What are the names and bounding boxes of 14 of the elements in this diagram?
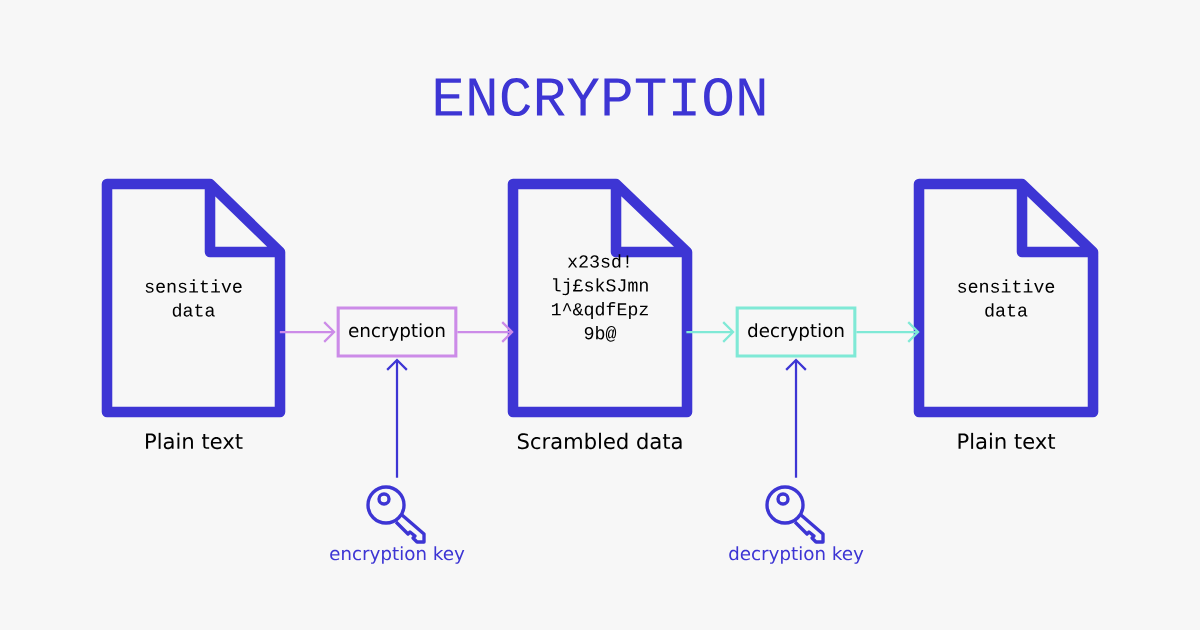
arrow [686,321,735,343]
title: ENCRYPTION [435,77,765,117]
document-label: Plain text [958,432,1056,450]
process-box: encryption [336,306,458,358]
arrow [856,321,920,343]
document-label: Plain text [146,432,243,450]
process-box: decryption [735,306,857,358]
key-label: encryption key [330,546,465,564]
arrow [386,358,408,478]
arrow [279,321,336,343]
arrow [457,321,514,343]
document-label: Scrambled data [517,432,682,450]
key-label: decryption key [729,546,864,564]
arrow [785,358,807,478]
